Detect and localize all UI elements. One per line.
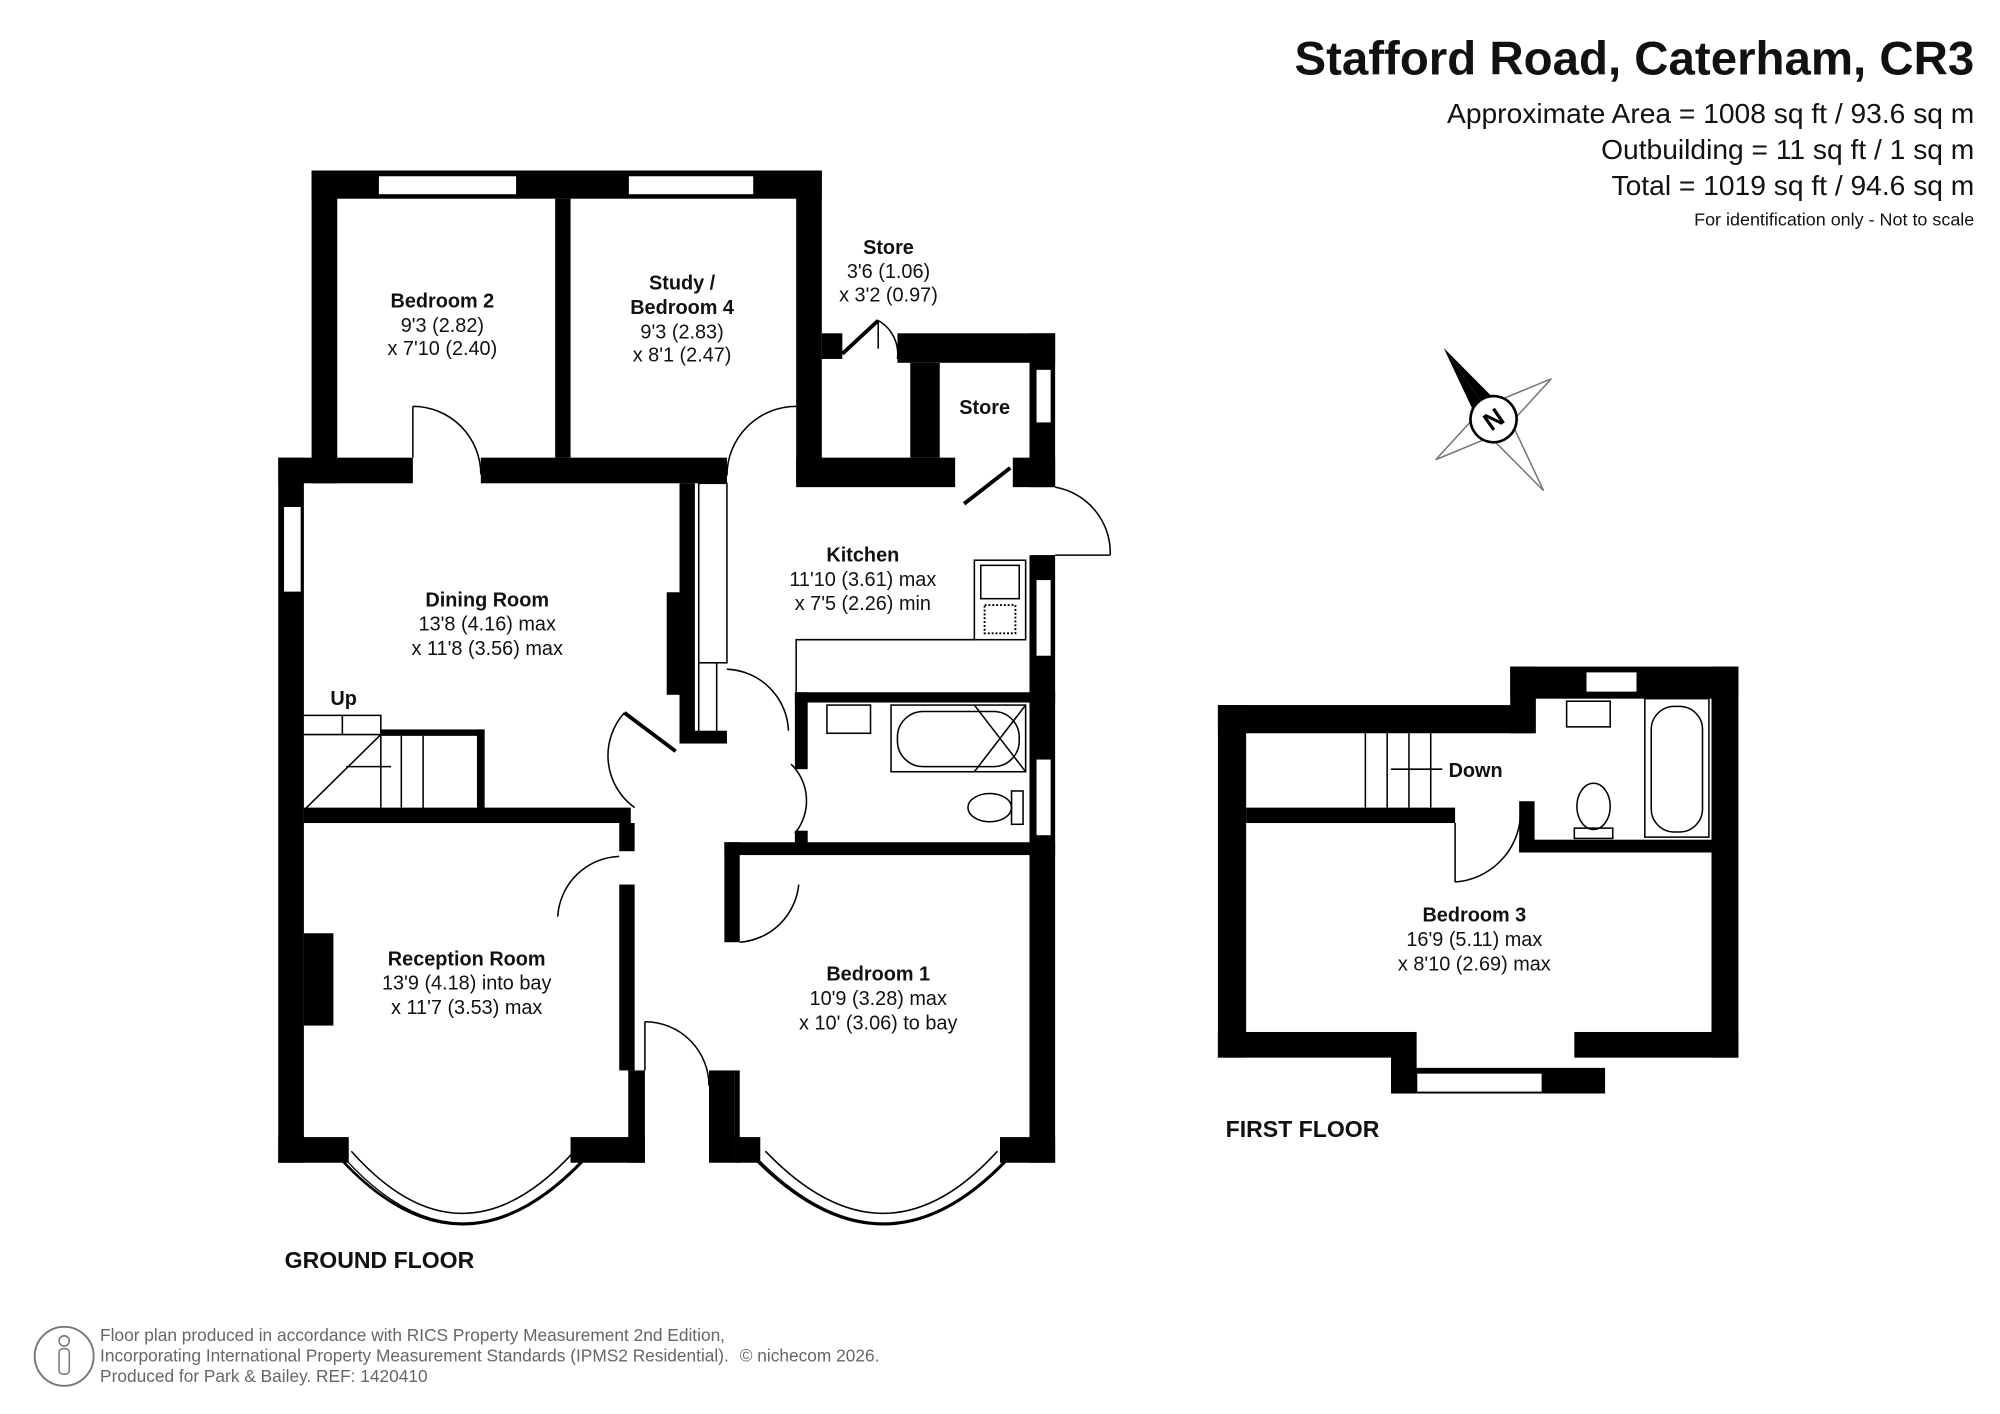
stairs-up-label: Up: [330, 688, 356, 710]
svg-text:Store: Store: [863, 237, 914, 259]
svg-text:11'10 (3.61) max: 11'10 (3.61) max: [789, 569, 936, 591]
total-area: Total = 1019 sq ft / 94.6 sq m: [1612, 169, 1975, 201]
room-bedroom-2: Bedroom 2 9'3 (2.82) x 7'10 (2.40): [387, 291, 497, 360]
svg-text:Reception Room: Reception Room: [388, 948, 546, 970]
svg-text:Bedroom 3: Bedroom 3: [1422, 905, 1526, 927]
room-dining-room: Dining Room 13'8 (4.16) max x 11'8 (3.56…: [412, 589, 563, 660]
svg-text:x 7'10 (2.40): x 7'10 (2.40): [387, 338, 497, 360]
staircase-first-floor: [1364, 733, 1443, 808]
room-reception-room: Reception Room 13'9 (4.18) into bay x 11…: [382, 948, 551, 1019]
ground-floor-label: GROUND FLOOR: [285, 1247, 475, 1273]
disclaimer: For identification only - Not to scale: [1694, 210, 1974, 230]
svg-text:x 11'7 (3.53) max: x 11'7 (3.53) max: [391, 997, 542, 1019]
svg-text:Store: Store: [959, 397, 1010, 419]
room-bedroom-3: Bedroom 3 16'9 (5.11) max x 8'10 (2.69) …: [1398, 905, 1551, 976]
svg-text:Kitchen: Kitchen: [826, 544, 899, 566]
footer-line-3: Produced for Park & Bailey. REF: 1420410: [100, 1366, 428, 1386]
svg-text:13'9 (4.18) into bay: 13'9 (4.18) into bay: [382, 973, 551, 995]
room-store-2: Store: [959, 397, 1010, 419]
svg-text:9'3 (2.82): 9'3 (2.82): [401, 315, 484, 337]
room-kitchen: Kitchen 11'10 (3.61) max x 7'5 (2.26) mi…: [789, 544, 936, 615]
svg-text:x 10' (3.06) to bay: x 10' (3.06) to bay: [799, 1012, 957, 1034]
svg-text:Bedroom 1: Bedroom 1: [826, 964, 930, 986]
svg-text:Dining Room: Dining Room: [425, 589, 549, 611]
svg-text:10'9 (3.28) max: 10'9 (3.28) max: [810, 988, 947, 1010]
approximate-area: Approximate Area = 1008 sq ft / 93.6 sq …: [1447, 97, 1974, 129]
svg-text:Bedroom 4: Bedroom 4: [630, 297, 734, 319]
room-bedroom-1: Bedroom 1 10'9 (3.28) max x 10' (3.06) t…: [799, 964, 957, 1035]
ground-floor-plan: Up: [278, 170, 1112, 1226]
svg-text:13'8 (4.16) max: 13'8 (4.16) max: [419, 614, 556, 636]
svg-text:3'6 (1.06): 3'6 (1.06): [847, 261, 930, 283]
svg-text:Study /: Study /: [649, 273, 716, 295]
svg-text:16'9 (5.11) max: 16'9 (5.11) max: [1406, 929, 1542, 951]
property-title: Stafford Road, Caterham, CR3: [1294, 32, 1974, 85]
room-store-1: Store 3'6 (1.06) x 3'2 (0.97): [839, 237, 938, 306]
svg-text:Bedroom 2: Bedroom 2: [390, 291, 494, 313]
svg-text:x 7'5 (2.26) min: x 7'5 (2.26) min: [795, 593, 931, 615]
svg-text:x 8'1 (2.47): x 8'1 (2.47): [633, 345, 732, 367]
staircase: [303, 714, 485, 811]
first-floor-label: FIRST FLOOR: [1226, 1116, 1380, 1142]
svg-text:x 8'10 (2.69) max: x 8'10 (2.69) max: [1398, 953, 1551, 975]
footer-line-1: Floor plan produced in accordance with R…: [100, 1325, 725, 1345]
stairs-down-label: Down: [1449, 760, 1503, 782]
footer-copyright: © nichecom 2026.: [740, 1345, 880, 1365]
svg-text:x 11'8 (3.56) max: x 11'8 (3.56) max: [412, 638, 563, 660]
outbuilding-area: Outbuilding = 11 sq ft / 1 sq m: [1601, 133, 1974, 165]
svg-text:9'3 (2.83): 9'3 (2.83): [640, 321, 723, 343]
compass-icon: N: [1435, 347, 1552, 492]
room-study-bedroom-4: Study / Bedroom 4 9'3 (2.83) x 8'1 (2.47…: [630, 273, 734, 367]
person-icon: [33, 1325, 95, 1387]
first-floor-plan: Down: [1217, 666, 1739, 1094]
svg-text:x 3'2 (0.97): x 3'2 (0.97): [839, 284, 938, 306]
footer-line-2: Incorporating International Property Mea…: [100, 1345, 729, 1365]
